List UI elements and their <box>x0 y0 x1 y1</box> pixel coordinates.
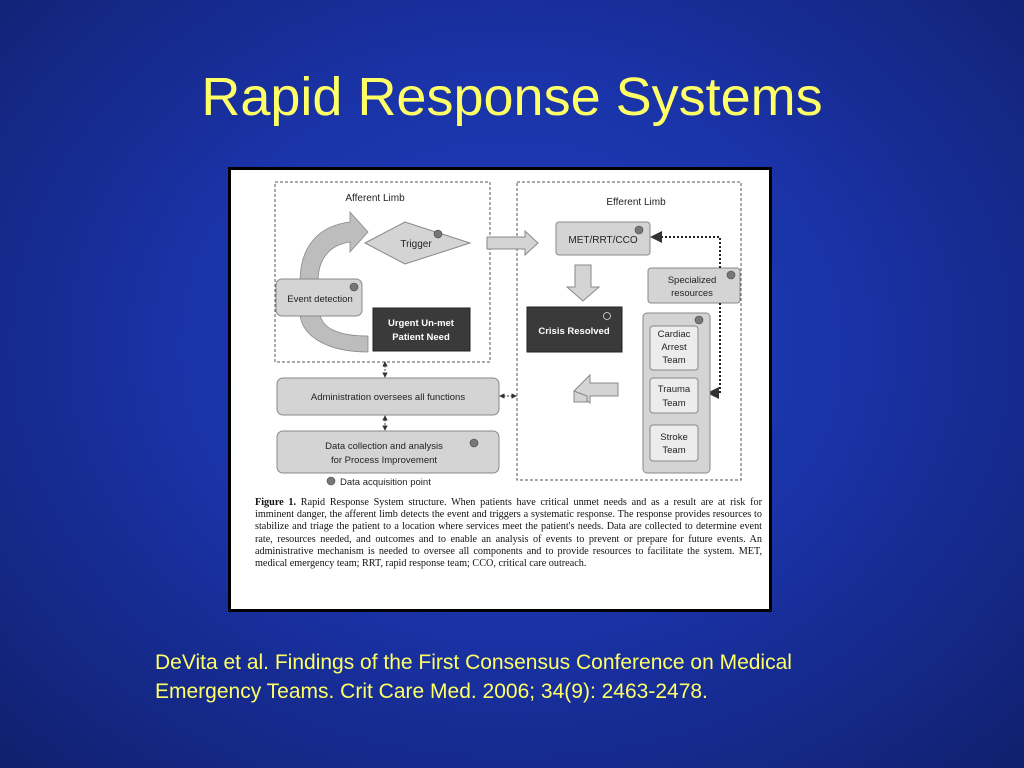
citation-line-1: DeVita et al. Findings of the First Cons… <box>155 651 792 674</box>
figure-caption: Figure 1. Rapid Response System structur… <box>255 497 762 570</box>
citation-line-2: Emergency Teams. Crit Care Med. 2006; 34… <box>155 680 708 703</box>
caption-label: Figure 1. <box>255 497 297 508</box>
citation: DeVita et al. Findings of the First Cons… <box>155 648 975 706</box>
caption-text: Rapid Response System structure. When pa… <box>255 497 762 570</box>
slide-title: Rapid Response Systems <box>201 67 823 127</box>
